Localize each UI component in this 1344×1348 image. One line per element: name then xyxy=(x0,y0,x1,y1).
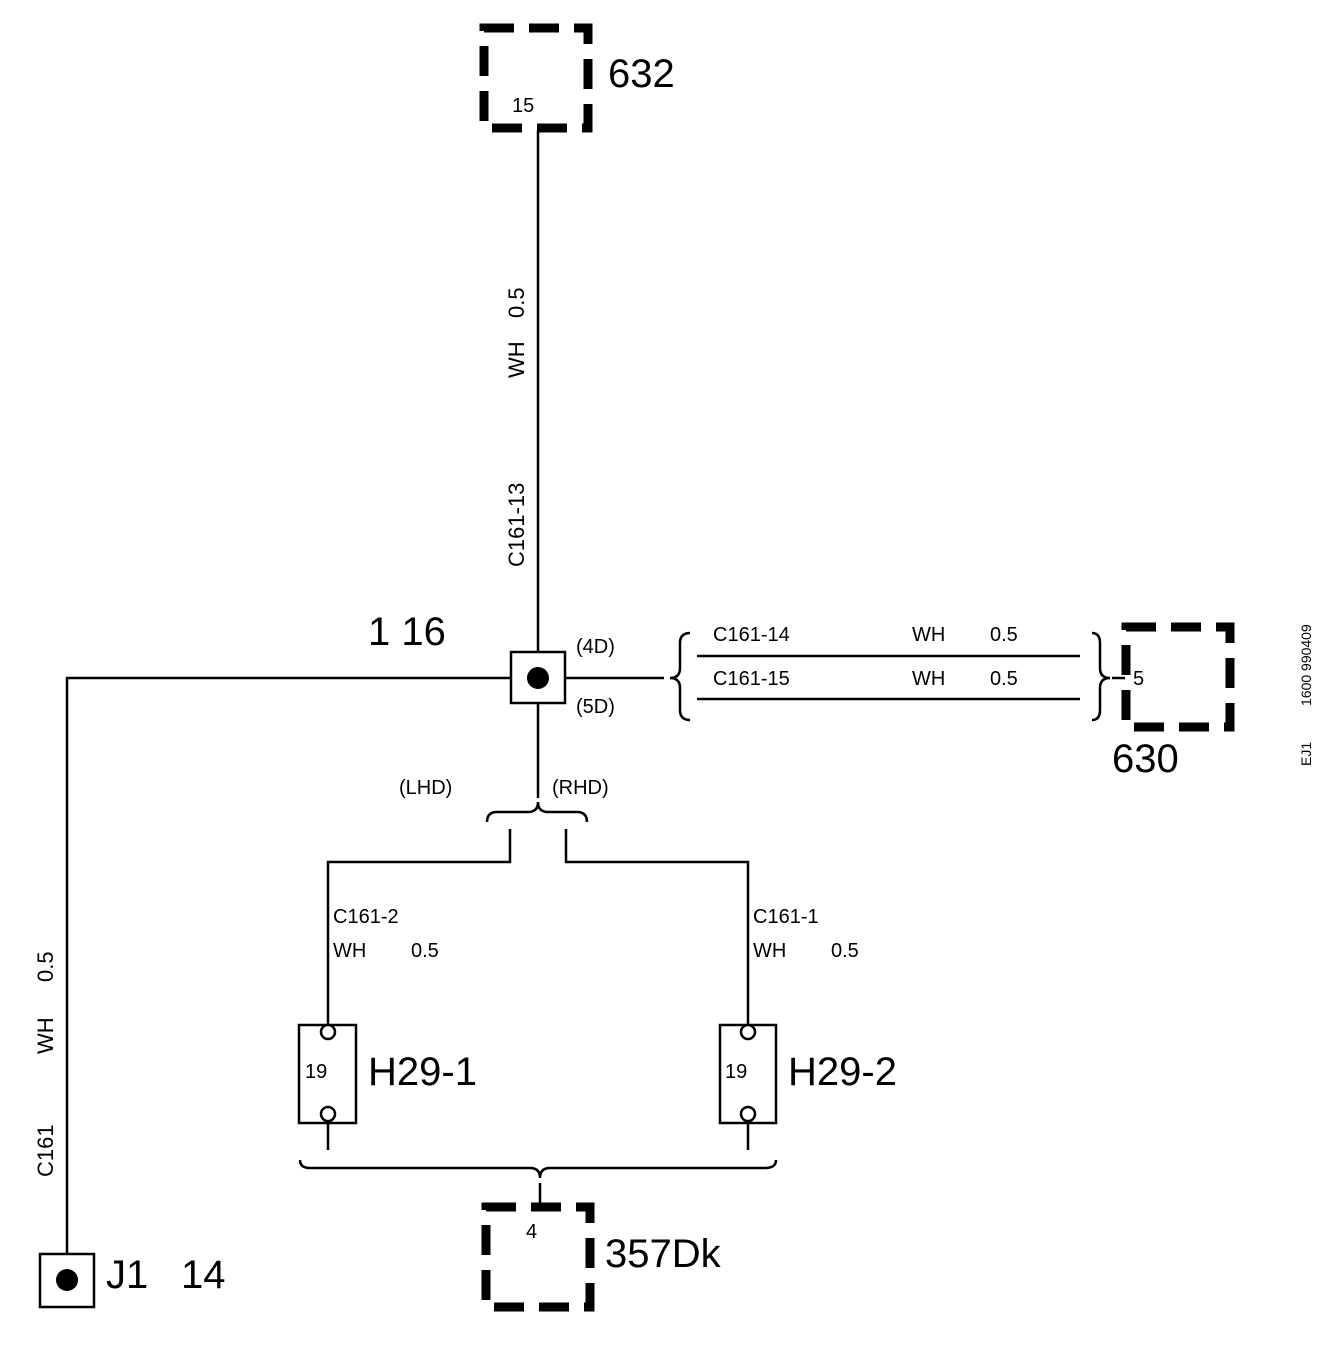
component-632-box xyxy=(479,23,593,133)
h29-1-terminal-bottom xyxy=(319,1105,337,1123)
component-630-label: 630 xyxy=(1112,737,1179,781)
variant-rhd-label: (RHD) xyxy=(552,777,609,799)
wire-lhd xyxy=(326,829,512,1030)
splice-box xyxy=(509,650,567,705)
side-note-number: 1600 990409 xyxy=(1298,624,1314,706)
j1-dot xyxy=(56,1269,78,1291)
brace-right-close xyxy=(1091,631,1111,722)
wires xyxy=(65,130,1125,1256)
wire-rhd-color: WH xyxy=(753,940,786,962)
j1-pin: 14 xyxy=(181,1253,226,1297)
wire-top-connector: C161-13 xyxy=(504,483,529,567)
side-note-code: EJ1 xyxy=(1298,742,1314,766)
wire-lhd-connector: C161-2 xyxy=(333,906,399,928)
h29-2-label: H29-2 xyxy=(788,1050,897,1094)
wire-lhd-size: 0.5 xyxy=(411,940,439,962)
wire-rhd-size: 0.5 xyxy=(831,940,859,962)
wire-right-a-size: 0.5 xyxy=(990,624,1018,646)
h29-2-pin: 19 xyxy=(725,1061,747,1083)
wire-left-size: 0.5 xyxy=(33,951,58,982)
h29-2-terminal-top xyxy=(739,1023,757,1041)
component-632-pin: 15 xyxy=(512,95,534,117)
wire-right-a-connector: C161-14 xyxy=(713,624,790,646)
wire-rhd xyxy=(564,829,750,1030)
wire-top-color: WH xyxy=(504,341,529,378)
splice-dot xyxy=(527,667,549,689)
splice-lower-location: (5D) xyxy=(576,696,615,718)
braces xyxy=(298,631,1111,1179)
component-h29-2: 19 H29-2 xyxy=(718,1023,897,1125)
connector-j1: J1 14 xyxy=(38,1252,226,1309)
wire-lhd-color: WH xyxy=(333,940,366,962)
component-h29-1: 19 H29-1 xyxy=(297,1023,477,1125)
splice-upper-location: (4D) xyxy=(576,636,615,658)
variant-lhd-label: (LHD) xyxy=(399,777,452,799)
wire-left-connector: C161 xyxy=(33,1124,58,1177)
h29-1-pin: 19 xyxy=(305,1061,327,1083)
j1-label: J1 xyxy=(106,1253,148,1297)
splice-1-16: 1 16 (4D) (5D) xyxy=(368,610,615,718)
wire-right-b-connector: C161-15 xyxy=(713,668,790,690)
wire-right-a-color: WH xyxy=(912,624,945,646)
h29-1-label: H29-1 xyxy=(368,1050,477,1094)
brace-bottom xyxy=(298,1159,778,1179)
brace-variant xyxy=(485,801,589,823)
component-357dk-pin: 4 xyxy=(526,1221,537,1243)
h29-2-terminal-bottom xyxy=(739,1105,757,1123)
h29-1-terminal-top xyxy=(319,1023,337,1041)
wire-rhd-connector: C161-1 xyxy=(753,906,819,928)
component-632-label: 632 xyxy=(608,52,675,96)
wire-left-color: WH xyxy=(33,1017,58,1054)
wire-left xyxy=(65,676,511,1256)
component-357dk-label: 357Dk xyxy=(605,1232,722,1276)
component-630-box xyxy=(1121,622,1235,732)
component-630-pin: 5 xyxy=(1133,668,1144,690)
splice-label: 1 16 xyxy=(368,610,446,654)
component-357dk: 4 357Dk xyxy=(481,1202,722,1312)
wire-right-b-color: WH xyxy=(912,668,945,690)
component-357dk-box xyxy=(481,1202,595,1312)
wire-top-size: 0.5 xyxy=(504,287,529,318)
component-630: 5 630 xyxy=(1112,622,1235,781)
brace-right-open xyxy=(669,631,691,722)
component-632: 15 632 xyxy=(479,23,675,133)
wire-right-b-size: 0.5 xyxy=(990,668,1018,690)
